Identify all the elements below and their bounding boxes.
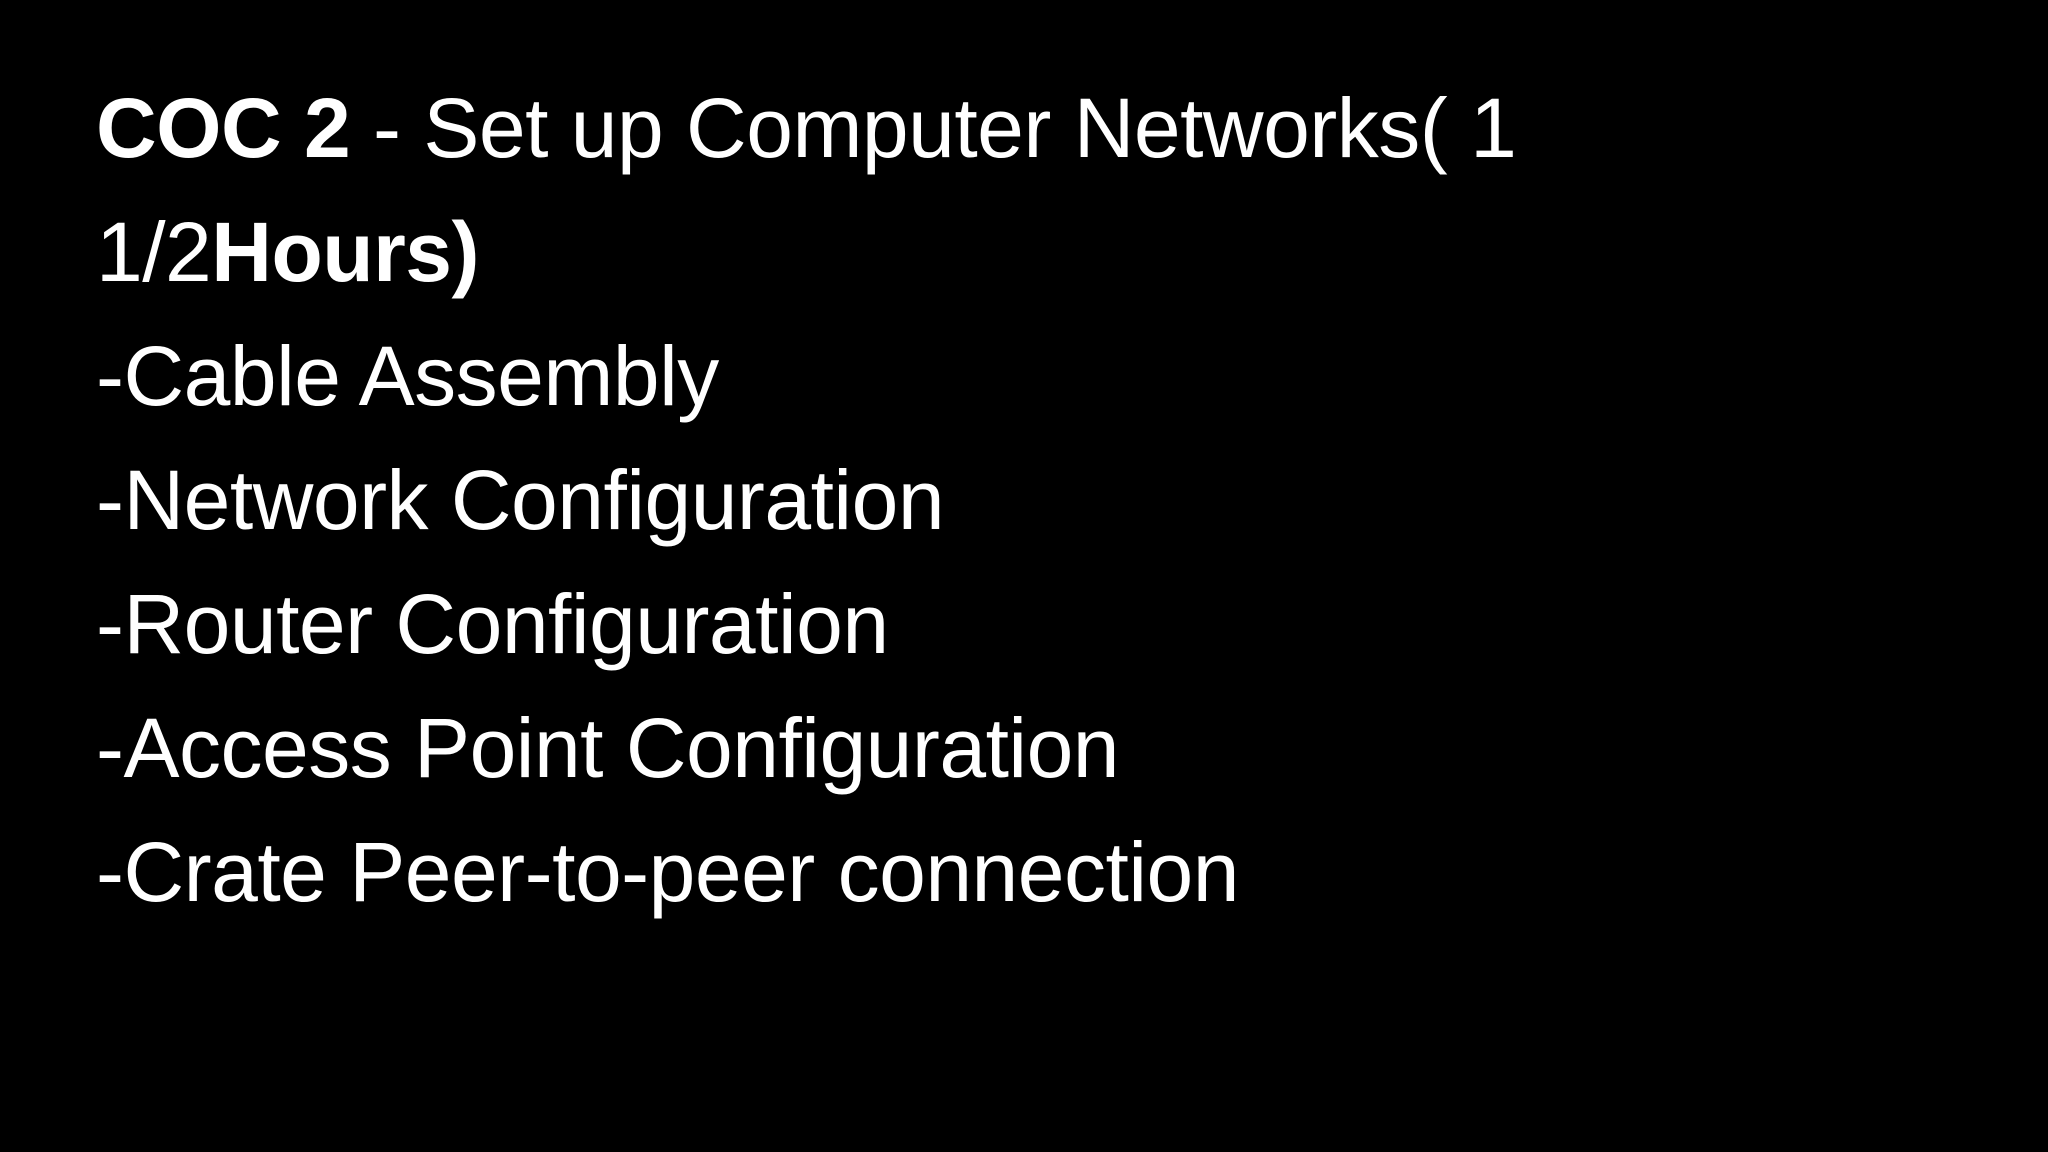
- coc-code: COC 2: [96, 81, 351, 175]
- heading-line-1: COC 2 - Set up Computer Networks( 1: [96, 66, 1956, 190]
- slide-body: COC 2 - Set up Computer Networks( 1 1/2H…: [96, 66, 1956, 934]
- list-item-access-point-configuration: -Access Point Configuration: [96, 701, 1120, 795]
- list-item-peer-to-peer-connection: -Crate Peer-to-peer connection: [96, 825, 1239, 919]
- heading-title: - Set up Computer Networks( 1: [350, 81, 1517, 175]
- list-item-router-configuration: -Router Configuration: [96, 577, 889, 671]
- duration-unit: Hours): [211, 205, 479, 299]
- duration-fraction: 1/2: [96, 205, 212, 299]
- list-item-network-configuration: -Network Configuration: [96, 453, 945, 547]
- list-item-cable-assembly: -Cable Assembly: [96, 329, 719, 423]
- heading-line-2: 1/2Hours): [96, 190, 1956, 314]
